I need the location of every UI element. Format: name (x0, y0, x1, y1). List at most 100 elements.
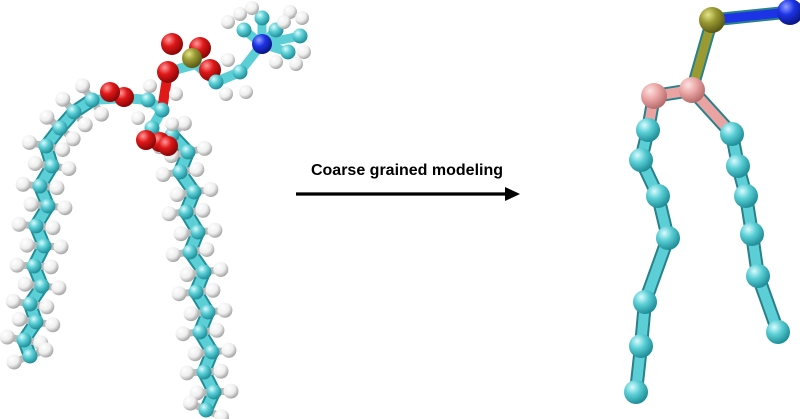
carbon-atom (22, 348, 38, 364)
hydrogen-atom (269, 55, 283, 69)
carbon-atom (40, 198, 56, 214)
hydrogen-atom (17, 276, 33, 292)
hydrogen-atom (179, 267, 195, 283)
atomistic-atoms (0, 1, 311, 419)
carbon-atom (154, 102, 170, 118)
hydrogen-atom (55, 91, 71, 107)
hydrogen-atom (213, 261, 229, 277)
hydrogen-atom (195, 202, 211, 218)
hydrogen-atom (49, 180, 65, 196)
cg-tail-bead (636, 118, 660, 142)
hydrogen-atom (169, 187, 185, 203)
hydrogen-atom (43, 259, 59, 275)
hydrogen-atom (51, 280, 67, 296)
hydrogen-atom (182, 395, 198, 411)
hydrogen-atom (205, 282, 221, 298)
hydrogen-atom (55, 142, 71, 158)
hydrogen-atom (0, 329, 15, 345)
carbon-atom (36, 238, 52, 254)
hydrogen-atom (165, 247, 181, 263)
cg-phosphate-bead (699, 7, 725, 33)
carbon-atom (178, 204, 194, 220)
hydrogen-atom (19, 237, 35, 253)
cg-tail-bead (624, 380, 648, 404)
carbon-atom (190, 224, 206, 240)
cg-glycerol-bead (641, 83, 667, 109)
arrow-caption: Coarse grained modeling (311, 162, 503, 179)
carbon-atom (182, 244, 198, 260)
carbon-atom (140, 92, 156, 108)
oxygen-atom (158, 136, 178, 156)
carbon-atom (52, 120, 68, 136)
carbon-atom (28, 314, 44, 330)
hydrogen-atom (183, 306, 199, 322)
carbon-atom (208, 74, 224, 90)
hydrogen-atom (223, 383, 239, 399)
hydrogen-atom (219, 87, 233, 101)
cg-tail-bead (633, 290, 657, 314)
hydrogen-atom (289, 57, 303, 71)
hydrogen-atom (203, 181, 219, 197)
hydrogen-atom (11, 216, 27, 232)
carbon-atom (206, 384, 222, 400)
carbon-atom (186, 184, 202, 200)
cg-tail-bead (740, 222, 764, 246)
coarse-grained-lipid-model (624, 0, 800, 404)
carbon-atom (180, 144, 196, 160)
carbon-atom (292, 28, 308, 44)
hydrogen-atom (57, 200, 73, 216)
hydrogen-atom (197, 140, 213, 156)
nitrogen-atom (252, 34, 272, 54)
hydrogen-atom (38, 342, 54, 358)
hydrogen-atom (45, 317, 61, 333)
hydrogen-atom (173, 226, 189, 242)
cg-tail-bead (629, 334, 653, 358)
hydrogen-atom (161, 206, 177, 222)
hydrogen-atom (221, 342, 237, 358)
hydrogen-atom (155, 167, 171, 183)
hydrogen-atom (169, 87, 183, 101)
cg-tail-bead (629, 148, 653, 172)
carbon-atom (198, 402, 214, 418)
hydrogen-atom (21, 134, 37, 150)
hydrogen-atom (221, 15, 235, 29)
hydrogen-atom (239, 85, 253, 99)
hydrogen-atom (175, 326, 191, 342)
carbon-atom (172, 164, 188, 180)
oxygen-atom (161, 33, 183, 55)
atomistic-lipid-model (0, 1, 311, 419)
carbon-atom (28, 218, 44, 234)
hydrogen-atom (15, 176, 31, 192)
hydrogen-atom (61, 161, 77, 177)
arrow-head (505, 187, 520, 201)
hydrogen-atom (39, 109, 55, 125)
hydrogen-atom (53, 239, 69, 255)
cg-tail-bead (646, 184, 670, 208)
hydrogen-atom (297, 45, 311, 59)
hydrogen-atom (214, 409, 230, 419)
cg-tail-bead (746, 264, 770, 288)
carbon-atom (196, 264, 212, 280)
hydrogen-atom (233, 7, 247, 21)
cg-tail-bead (656, 226, 680, 250)
hydrogen-atom (176, 115, 192, 131)
cg-glycerol-bead (679, 77, 705, 103)
transformation-arrow-group: Coarse grained modeling (296, 162, 520, 201)
hydrogen-atom (27, 155, 43, 171)
oxygen-atom (100, 82, 120, 102)
hydrogen-atom (179, 365, 195, 381)
hydrogen-atom (77, 117, 93, 133)
carbon-atom (22, 296, 38, 312)
carbon-atom (34, 278, 50, 294)
hydrogen-atom (93, 106, 109, 122)
carbon-atom (16, 332, 32, 348)
carbon-atom (32, 178, 48, 194)
hydrogen-atom (9, 257, 25, 273)
cg-tail-bead (766, 320, 790, 344)
oxygen-atom (157, 61, 179, 83)
cg-bond (707, 7, 795, 25)
hydrogen-atom (65, 131, 81, 147)
carbon-atom (26, 258, 42, 274)
hydrogen-atom (189, 161, 205, 177)
hydrogen-atom (295, 11, 309, 25)
